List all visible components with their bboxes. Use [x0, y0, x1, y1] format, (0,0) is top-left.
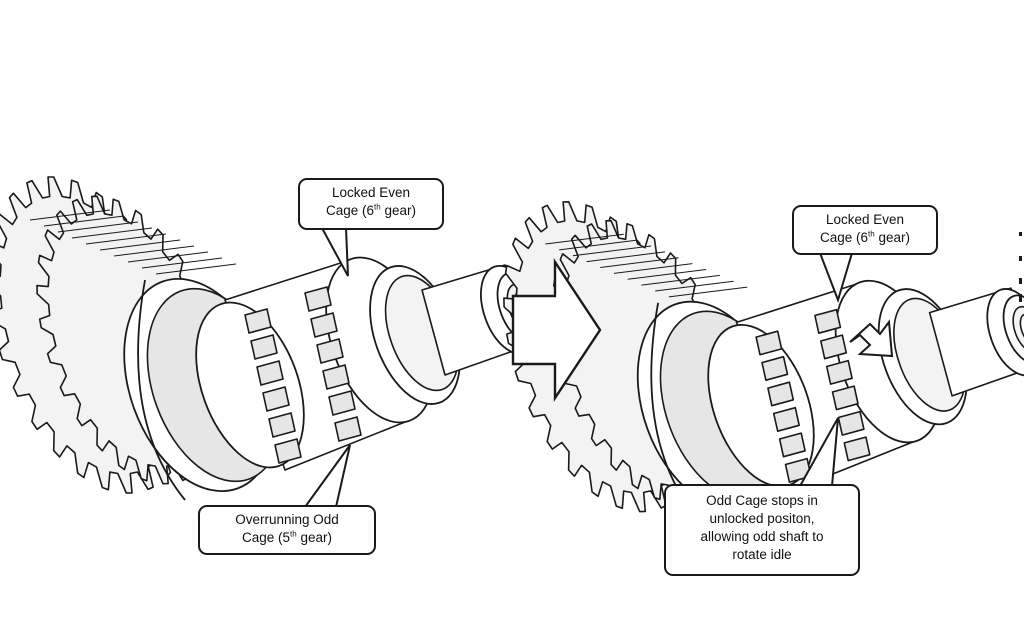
cage-window: [772, 406, 801, 433]
shaft-bore-inner: [1019, 313, 1024, 346]
callout-pointer-left-bottom: [304, 444, 351, 508]
callout-locked-even-cage-left: Locked Even Cage (6th gear): [298, 178, 444, 230]
gear-tooth-line: [71, 227, 153, 239]
gear-tooth-line: [155, 263, 237, 275]
callout-line: Locked Even: [825, 212, 905, 227]
gear-tooth-line: [141, 257, 223, 269]
cage-window: [825, 359, 853, 385]
callout-line: rotate idle: [732, 547, 792, 562]
cage-window: [310, 312, 338, 338]
cage-window: [843, 436, 871, 462]
gear-tooth-line: [559, 239, 638, 251]
gear-tooth-line: [99, 239, 181, 251]
gear-tooth-line: [43, 215, 125, 227]
gear-tooth-line: [600, 257, 679, 269]
callout-odd-cage-stops: Odd Cage stops in unlocked positon, allo…: [664, 484, 860, 576]
callout-line: allowing odd shaft to: [700, 529, 824, 544]
cage-window: [778, 432, 806, 458]
cage-window: [274, 438, 302, 464]
gear-tooth-line: [641, 274, 720, 286]
left-gear-assembly: [0, 176, 544, 501]
gear-tooth-line: [668, 286, 748, 298]
callout-line: Odd Cage stops in: [706, 493, 818, 508]
right-arrow-icon: [511, 258, 602, 402]
rotation-direction-icon: [849, 319, 894, 358]
cage-window: [814, 308, 842, 335]
cage-window: [761, 355, 789, 382]
gear-tooth-line: [127, 251, 209, 263]
cage-window: [250, 334, 278, 360]
cage-window: [256, 360, 284, 386]
gear-tooth-line: [613, 263, 693, 274]
gear-tooth-line: [85, 233, 167, 245]
gear-tooth-line: [572, 245, 652, 257]
edge-marks: [1019, 232, 1022, 302]
cage-window: [831, 385, 859, 411]
cage-window: [268, 412, 296, 438]
gear-tooth-line: [545, 233, 624, 245]
cage-window: [328, 390, 356, 416]
gear-tooth-line: [29, 209, 111, 221]
right-gear-assembly: [503, 201, 1024, 519]
hub-outline-arc: [137, 279, 186, 501]
gear-tooth-line: [655, 280, 734, 292]
gear-tooth-line: [627, 268, 707, 280]
callout-line: unlocked positon,: [709, 511, 815, 526]
callout-pointer-left-top: [321, 227, 349, 277]
callout-pointer-right-bottom: [799, 417, 839, 487]
gear-tooth-line: [57, 221, 139, 233]
cage-window: [244, 308, 272, 334]
cage-window: [322, 364, 350, 390]
cage-window: [304, 286, 332, 312]
cage-window: [262, 386, 290, 412]
cage-window: [837, 410, 865, 436]
callout-line: Locked Even: [331, 185, 411, 200]
cage-window: [755, 330, 783, 356]
gear-tooth-line: [586, 251, 666, 263]
callout-line: Overrunning Odd: [235, 512, 339, 527]
cage-window: [819, 334, 848, 360]
callout-overrunning-odd-cage: Overrunning Odd Cage (5th gear): [198, 505, 376, 555]
callout-pointer-right-top: [819, 252, 853, 304]
cage-window: [334, 416, 362, 442]
callout-locked-even-cage-right: Locked Even Cage (6th gear): [792, 205, 938, 255]
gear-tooth-line: [113, 245, 195, 257]
cage-window: [767, 381, 795, 407]
cage-window: [316, 338, 344, 364]
